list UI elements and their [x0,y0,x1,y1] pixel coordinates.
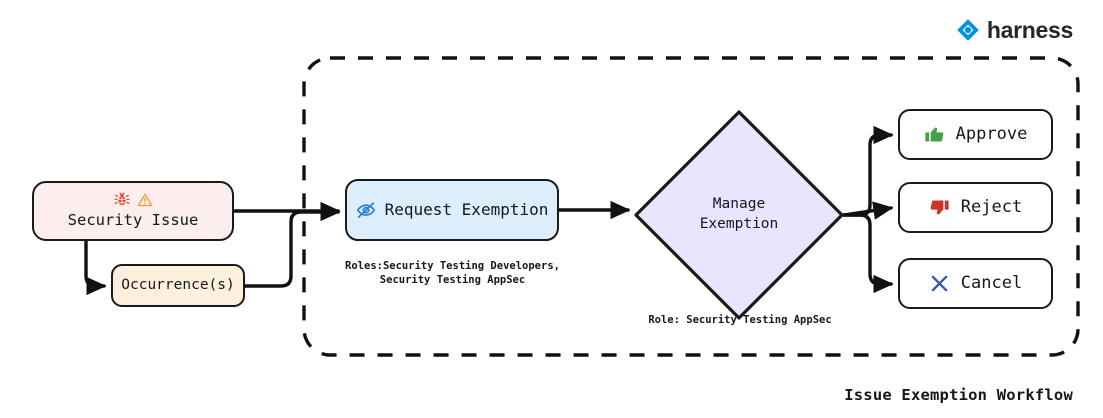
bug-icon [114,192,129,206]
manage-exemption-diamond-shape [634,110,844,320]
node-reject[interactable]: Reject [898,182,1053,233]
request-exemption-roles-caption: Roles:Security Testing Developers, Secur… [345,260,560,286]
node-approve[interactable]: Approve [898,109,1053,160]
node-approve-label: Approve [955,123,1028,144]
workflow-boundary [302,56,1080,357]
cross-x-icon [931,275,948,292]
node-security-issue-label: Security Issue [67,210,199,229]
node-manage-exemption-label: Manage Exemption [699,196,779,232]
node-security-issue[interactable]: Security Issue [32,181,234,241]
security-issue-icon-group [114,192,153,209]
manage-exemption-role-caption: Role: Security Testing AppSec [648,314,832,326]
edge-security-issue-to-occurrences [84,239,107,296]
edge-occurrences-to-request-exemption [243,202,341,288]
harness-brand-logo: harness [956,18,1073,42]
node-manage-exemption[interactable]: Manage Exemption [634,110,844,320]
brand-name: harness [986,16,1073,43]
thumbs-down-icon [930,200,949,215]
node-cancel-label: Cancel [960,272,1023,293]
thumbs-up-icon [925,127,944,142]
node-request-exemption-label: Request Exemption [384,200,549,219]
node-reject-label: Reject [960,196,1023,217]
eye-off-icon [356,202,375,219]
node-request-exemption[interactable]: Request Exemption [345,179,559,241]
warning-triangle-icon [137,193,152,207]
edge-manage-exemption-to-approve [842,125,894,217]
diagram-title: Issue Exemption Workflow [844,386,1073,404]
node-occurrences[interactable]: Occurrence(s) [111,264,245,307]
harness-diamond-logo-icon [957,19,979,41]
edge-manage-exemption-to-cancel [842,213,894,294]
node-cancel[interactable]: Cancel [898,258,1053,309]
node-occurrences-label: Occurrence(s) [121,277,235,294]
